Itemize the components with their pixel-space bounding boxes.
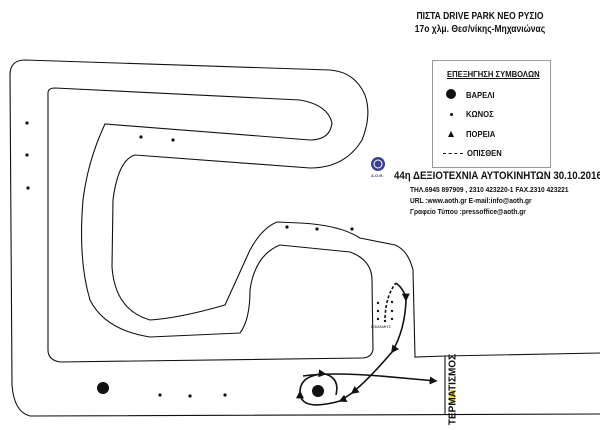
barrel-icon	[446, 89, 456, 99]
cone-icon	[383, 319, 387, 323]
cone-icon	[376, 317, 380, 321]
contact-phone: ΤΗΛ.6945 897909 , 2310 423220-1 FAX.2310…	[410, 185, 569, 194]
direction-triangle-icon	[448, 131, 454, 137]
cone-icon	[450, 113, 453, 116]
legend-label-reverse: ΟΠΙΣΘΕΝ	[467, 148, 502, 158]
cone-icon	[390, 300, 394, 304]
cone-icon	[158, 393, 162, 397]
cone-icon	[223, 393, 227, 397]
course-path-exit	[302, 373, 438, 385]
cone-icon	[139, 135, 143, 139]
cone-icon	[26, 186, 30, 190]
track-outer-boundary	[9, 59, 600, 417]
cone-icon	[376, 309, 380, 313]
cone-icon	[25, 121, 29, 125]
cone-icon	[376, 301, 380, 305]
barrel-icon	[97, 382, 109, 394]
aoth-logo-icon	[371, 157, 385, 171]
cone-icon	[315, 227, 319, 231]
legend-label-barrel: ΒΑΡΕΛΙ	[466, 90, 495, 100]
reverse-path	[384, 282, 397, 319]
cone-icon	[188, 394, 192, 398]
cone-icon	[390, 309, 394, 313]
page-title: ΠΙΣΤΑ DRIVE PARK ΝΕΟ ΡΥΣΙΟ	[416, 11, 544, 22]
cone-icon	[171, 138, 175, 142]
cone-icon	[350, 227, 354, 231]
barrel-icon	[312, 385, 324, 397]
legend-box: ΕΠΕΞΗΓΗΣΗ ΣΥΜΒΟΛΩΝ ΒΑΡΕΛΙ ΚΩΝΟΣ ΠΟΡΕΙΑ Ο…	[432, 60, 551, 168]
legend-heading: ΕΠΕΞΗΓΗΣΗ ΣΥΜΒΟΛΩΝ	[447, 69, 540, 79]
cone-icon	[390, 317, 394, 321]
cone-icon	[285, 225, 289, 229]
finish-label: ΤΕΡΜΑΤΙΣΜΟΣ	[447, 353, 459, 426]
car-icon	[448, 389, 456, 403]
dashed-line-icon	[443, 153, 463, 154]
legend-label-cone: ΚΩΝΟΣ	[466, 109, 494, 119]
contact-web: URL :www.aoth.gr E-mail:info@aoth.gr	[410, 196, 532, 205]
cone-icon	[25, 153, 29, 157]
event-title: 44η ΔΕΞΙΟΤΕΧΝΙΑ ΑΥΤΟΚΙΝΗΤΩΝ 30.10.2016	[394, 170, 600, 182]
page-subtitle: 17ο χλμ. Θεσ/νίκης-Μηχανιώνας	[414, 24, 546, 35]
contact-press: Γραφείο Τύπου :pressoffice@aoth.gr	[410, 207, 526, 216]
start-sign-label: ΣΗΜΑΝΣΗ	[371, 324, 391, 329]
logo-caption: Α.Ο.Θ.	[371, 173, 384, 178]
legend-label-direction: ΠΟΡΕΙΑ	[466, 129, 496, 139]
